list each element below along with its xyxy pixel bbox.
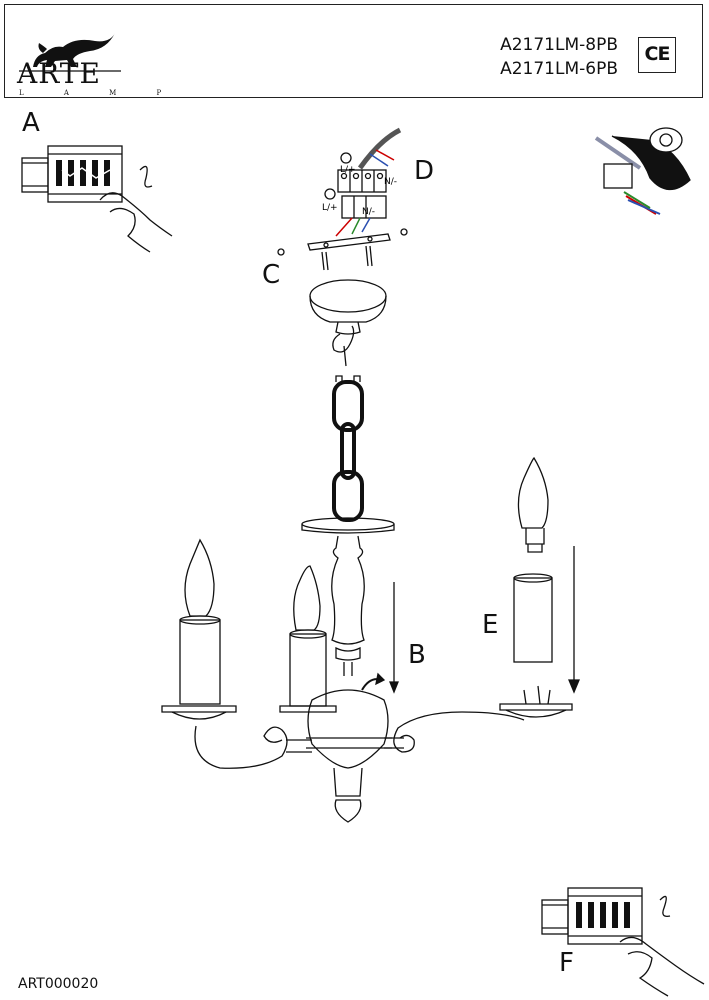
left-candle-icon xyxy=(179,538,221,705)
step-label-e: E xyxy=(482,610,499,640)
ceiling-canopy-icon xyxy=(309,279,387,367)
terminal-block-hand-icon xyxy=(21,145,173,253)
down-arrow-icon xyxy=(568,546,580,694)
model-number: A2171LM-6PB xyxy=(500,59,618,79)
step-label-f: F xyxy=(559,948,574,978)
griffin-logo-icon xyxy=(19,33,121,72)
chandelier-body-icon xyxy=(301,517,395,823)
right-arm-icon xyxy=(384,685,573,753)
step-label-d: D xyxy=(414,156,435,186)
wiring-connection-icon xyxy=(324,127,402,237)
wire-label-neutral: N/- xyxy=(362,207,375,217)
step-label-c: C xyxy=(262,260,281,290)
model-number: A2171LM-8PB xyxy=(500,35,618,55)
brand-subtitle: L A M P xyxy=(19,89,181,97)
chain-icon xyxy=(332,375,364,522)
ce-mark-icon: CE xyxy=(638,37,676,73)
rotate-arrow-icon xyxy=(361,672,386,691)
model-list: A2171LM-8PB A2171LM-6PB xyxy=(500,33,618,81)
wire-label-live: L/+ xyxy=(322,203,338,213)
brand-name: ARTE xyxy=(17,57,101,90)
step-label-a: A xyxy=(22,108,40,138)
bulb-icon xyxy=(517,456,549,553)
candle-sleeve-icon xyxy=(513,573,553,663)
back-candle-icon xyxy=(279,565,337,713)
terminal-block-hand-icon xyxy=(541,887,705,997)
wire-connector-icon xyxy=(594,127,691,215)
down-arrow-icon xyxy=(389,582,399,694)
wire-label-live: L/+ xyxy=(340,165,356,175)
mounting-bracket-icon xyxy=(277,228,408,271)
header-frame: ARTE L A M P A2171LM-8PB A2171LM-6PB CE xyxy=(4,4,703,98)
left-arm-icon xyxy=(161,705,312,769)
document-code: ART000020 xyxy=(18,976,99,992)
wire-label-neutral: N/- xyxy=(384,177,397,187)
step-label-b: B xyxy=(408,640,426,670)
